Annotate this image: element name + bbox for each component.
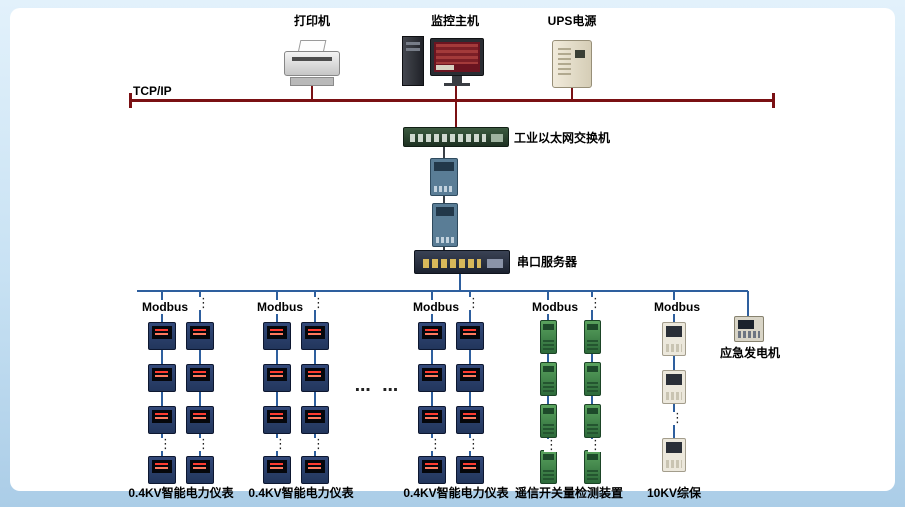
printer-label: 打印机 (293, 14, 330, 28)
serial-server-icon (414, 250, 510, 274)
power-meter-icon (456, 406, 484, 434)
group-caption-2: 0.4KV智能电力仪表 (248, 486, 354, 500)
generator-controller-icon (734, 316, 764, 342)
vertical-ellipsis: ⋮ (196, 437, 211, 452)
modbus-label-1: Modbus (140, 300, 190, 314)
power-meter-icon (186, 364, 214, 392)
io-module-icon (584, 362, 601, 396)
tcpip-bus-line (130, 99, 775, 102)
computer-tower-icon (402, 36, 424, 86)
power-meter-icon (148, 364, 176, 392)
group-caption-1: 0.4KV智能电力仪表 (128, 486, 234, 500)
power-meter-icon (186, 322, 214, 350)
power-meter-icon (263, 406, 291, 434)
power-meter-icon (148, 322, 176, 350)
fiber-converter-icon (432, 203, 458, 247)
monitor-screen (434, 42, 480, 72)
modbus-label-2: Modbus (255, 300, 305, 314)
io-module-icon (540, 450, 557, 484)
vertical-ellipsis: ⋮ (311, 437, 326, 452)
power-meter-icon (456, 322, 484, 350)
vertical-ellipsis: ⋮ (196, 296, 211, 311)
serial-server-label: 串口服务器 (517, 255, 578, 269)
tcpip-bus-left-cap (129, 93, 132, 108)
vertical-ellipsis: ⋮ (311, 296, 326, 311)
power-meter-icon (263, 322, 291, 350)
io-module-icon (584, 320, 601, 354)
vertical-ellipsis: ⋮ (428, 437, 443, 452)
modbus-label-4: Modbus (530, 300, 580, 314)
group-caption-5: 10KV综保 (646, 486, 702, 500)
printer-tray (290, 77, 334, 86)
io-module-icon (584, 404, 601, 438)
power-meter-icon (148, 456, 176, 484)
monitoring-host-icon (402, 34, 490, 88)
power-meter-icon (148, 406, 176, 434)
power-meter-icon (456, 456, 484, 484)
power-meter-icon (186, 406, 214, 434)
modbus-label-3: Modbus (411, 300, 461, 314)
power-meter-icon (418, 456, 446, 484)
power-meter-icon (418, 322, 446, 350)
power-meter-icon (301, 406, 329, 434)
tcpip-label: TCP/IP (133, 84, 172, 98)
vertical-ellipsis: ⋮ (544, 438, 559, 453)
power-meter-icon (418, 406, 446, 434)
tcpip-bus-right-cap (772, 93, 775, 108)
vertical-ellipsis: ⋮ (588, 438, 603, 453)
power-meter-icon (301, 364, 329, 392)
ups-label: UPS电源 (547, 14, 597, 28)
fiber-switch-icon (430, 158, 458, 196)
io-module-icon (540, 362, 557, 396)
modbus-bus-line (137, 290, 748, 292)
printer-icon (283, 40, 341, 86)
vertical-ellipsis: ⋮ (466, 296, 481, 311)
ups-drop-line (571, 88, 573, 99)
host-drop-line (455, 82, 457, 99)
printer-drop-line (311, 86, 313, 99)
generator-label: 应急发电机 (719, 346, 780, 360)
printer-body (284, 51, 340, 76)
power-meter-icon (456, 364, 484, 392)
bus-to-switch-line (455, 102, 457, 127)
protection-relay-icon (662, 370, 686, 404)
io-module-icon (540, 320, 557, 354)
serial-to-bus-line (459, 274, 461, 291)
switch-to-serial-line (443, 147, 445, 250)
power-meter-icon (263, 364, 291, 392)
vertical-ellipsis: ⋮ (588, 296, 603, 311)
vertical-ellipsis: ⋮ (670, 411, 685, 426)
io-module-icon (540, 404, 557, 438)
ups-icon (552, 40, 592, 88)
power-meter-icon (418, 364, 446, 392)
vertical-ellipsis: ⋮ (273, 437, 288, 452)
protection-relay-icon (662, 322, 686, 356)
monitor-stand (452, 76, 462, 83)
generator-drop-line (747, 291, 749, 317)
ethernet-switch-icon (403, 127, 509, 147)
power-meter-icon (186, 456, 214, 484)
protection-relay-icon (662, 438, 686, 472)
monitor-stand-base (444, 83, 470, 86)
group-caption-4: 遥信开关量检测装置 (514, 486, 623, 500)
group-caption-3: 0.4KV智能电力仪表 (403, 486, 509, 500)
monitor-icon (430, 38, 484, 76)
ethernet-switch-label: 工业以太网交换机 (514, 131, 611, 145)
vertical-ellipsis: ⋮ (158, 437, 173, 452)
horizontal-ellipsis: ⋯ ⋯ (354, 380, 402, 399)
vertical-ellipsis: ⋮ (466, 437, 481, 452)
modbus-label-5: Modbus (652, 300, 702, 314)
host-label: 监控主机 (430, 14, 479, 28)
io-module-icon (584, 450, 601, 484)
power-meter-icon (263, 456, 291, 484)
power-meter-icon (301, 456, 329, 484)
power-meter-icon (301, 322, 329, 350)
